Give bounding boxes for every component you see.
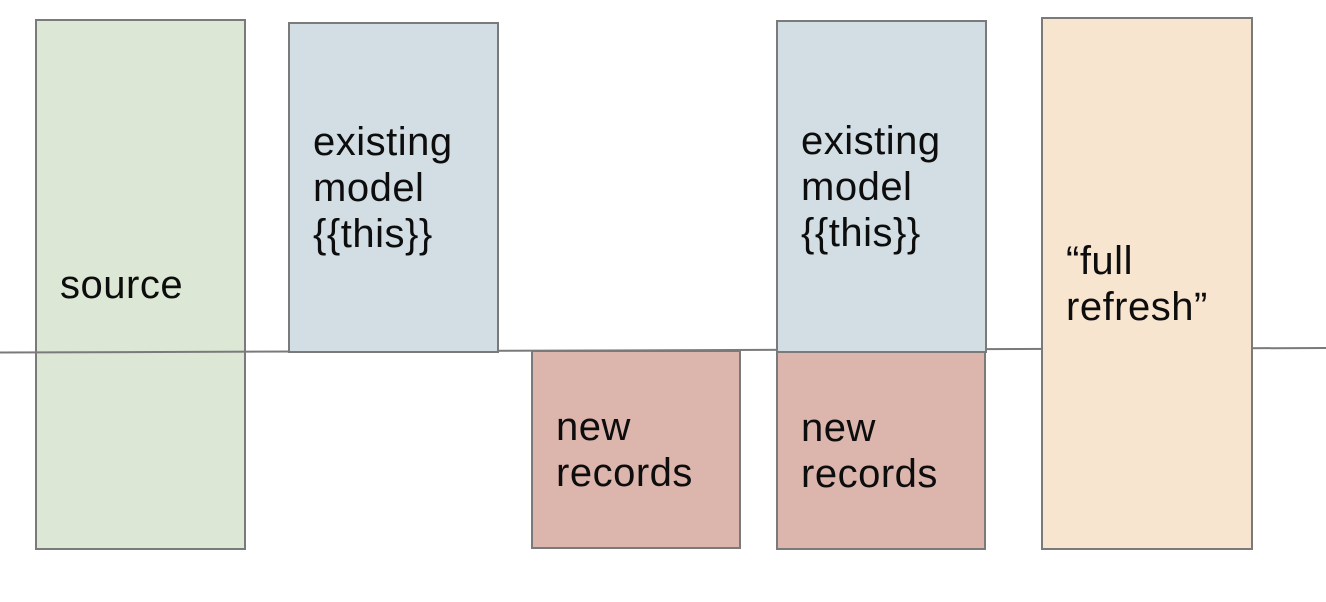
- new-records-box-1: new records: [531, 350, 741, 549]
- new-records-box-2: new records: [776, 351, 986, 550]
- existing-model-label-1: existing model {{this}}: [313, 119, 453, 256]
- new-records-label-2: new records: [801, 405, 938, 496]
- full-refresh-box: “full refresh”: [1041, 17, 1253, 550]
- full-refresh-label: “full refresh”: [1066, 238, 1208, 329]
- source-label: source: [60, 262, 184, 307]
- existing-model-box-2: existing model {{this}}: [776, 20, 987, 353]
- existing-model-box-1: existing model {{this}}: [288, 22, 499, 353]
- source-box: source: [35, 19, 246, 550]
- new-records-label-1: new records: [556, 404, 693, 495]
- existing-model-label-2: existing model {{this}}: [801, 118, 941, 255]
